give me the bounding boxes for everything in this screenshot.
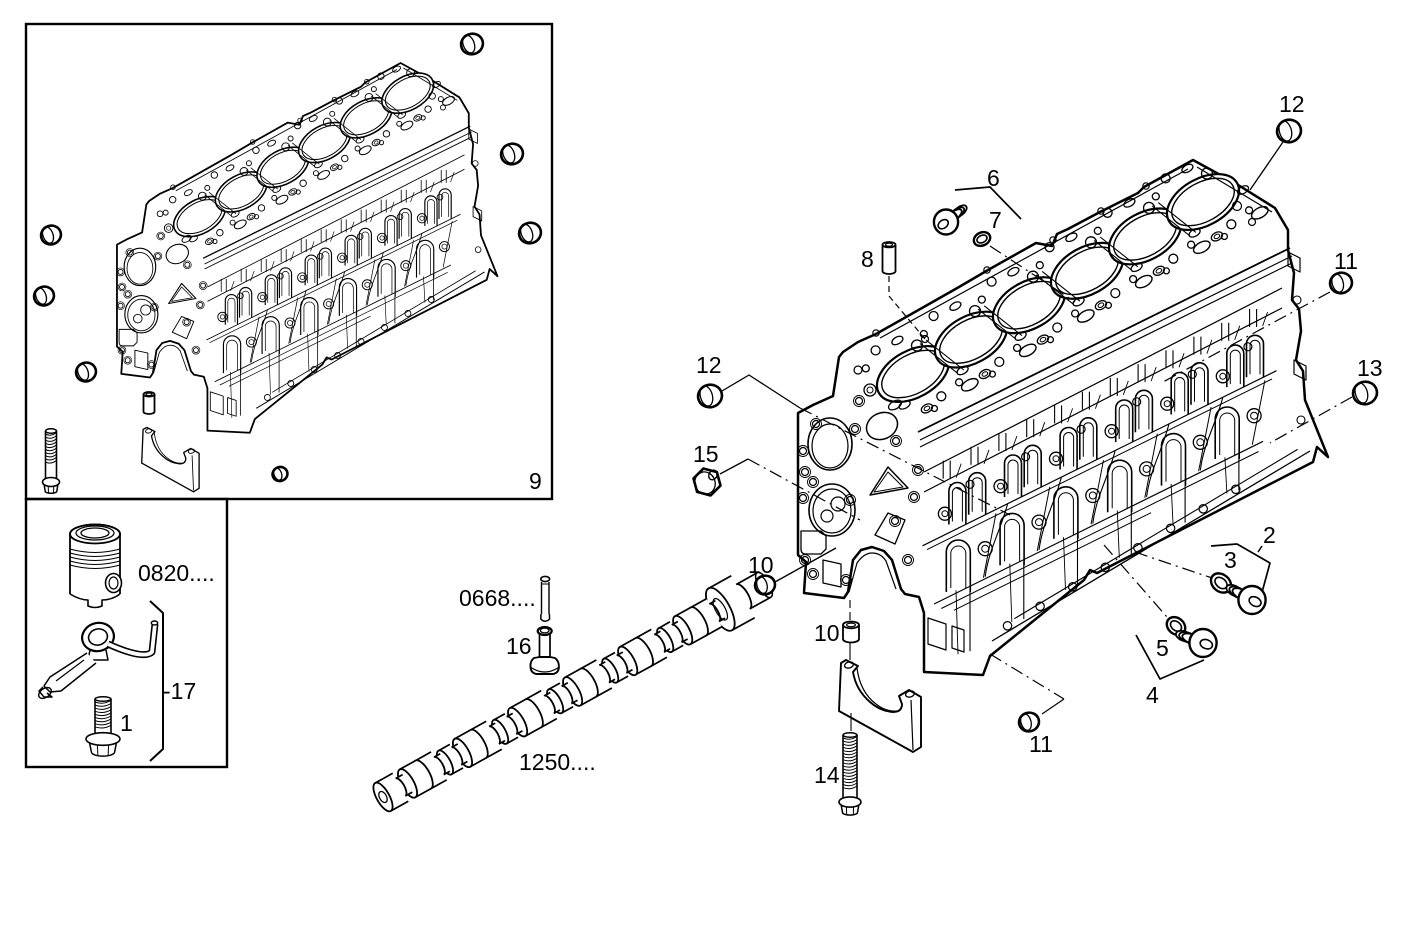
svg-text:0668....: 0668.... (459, 585, 536, 611)
svg-text:8: 8 (861, 246, 874, 272)
svg-text:12: 12 (696, 352, 722, 378)
svg-text:10: 10 (748, 552, 774, 578)
svg-text:16: 16 (506, 633, 532, 659)
svg-text:14: 14 (814, 762, 840, 788)
svg-text:0820....: 0820.... (138, 560, 215, 586)
svg-text:11: 11 (1334, 248, 1358, 274)
svg-text:4: 4 (1146, 682, 1159, 708)
svg-text:-17: -17 (163, 678, 196, 704)
svg-text:6: 6 (987, 165, 1000, 191)
svg-text:10: 10 (814, 620, 840, 646)
svg-text:12: 12 (1279, 91, 1305, 117)
svg-text:13: 13 (1357, 355, 1383, 381)
svg-text:15: 15 (693, 441, 719, 467)
svg-text:1250....: 1250.... (519, 749, 596, 775)
svg-text:9: 9 (529, 468, 542, 494)
svg-text:11: 11 (1029, 731, 1053, 757)
svg-text:7: 7 (989, 207, 1002, 233)
svg-text:5: 5 (1156, 635, 1169, 661)
svg-text:1: 1 (120, 710, 133, 736)
svg-text:2: 2 (1263, 522, 1276, 548)
svg-text:3: 3 (1224, 547, 1237, 573)
